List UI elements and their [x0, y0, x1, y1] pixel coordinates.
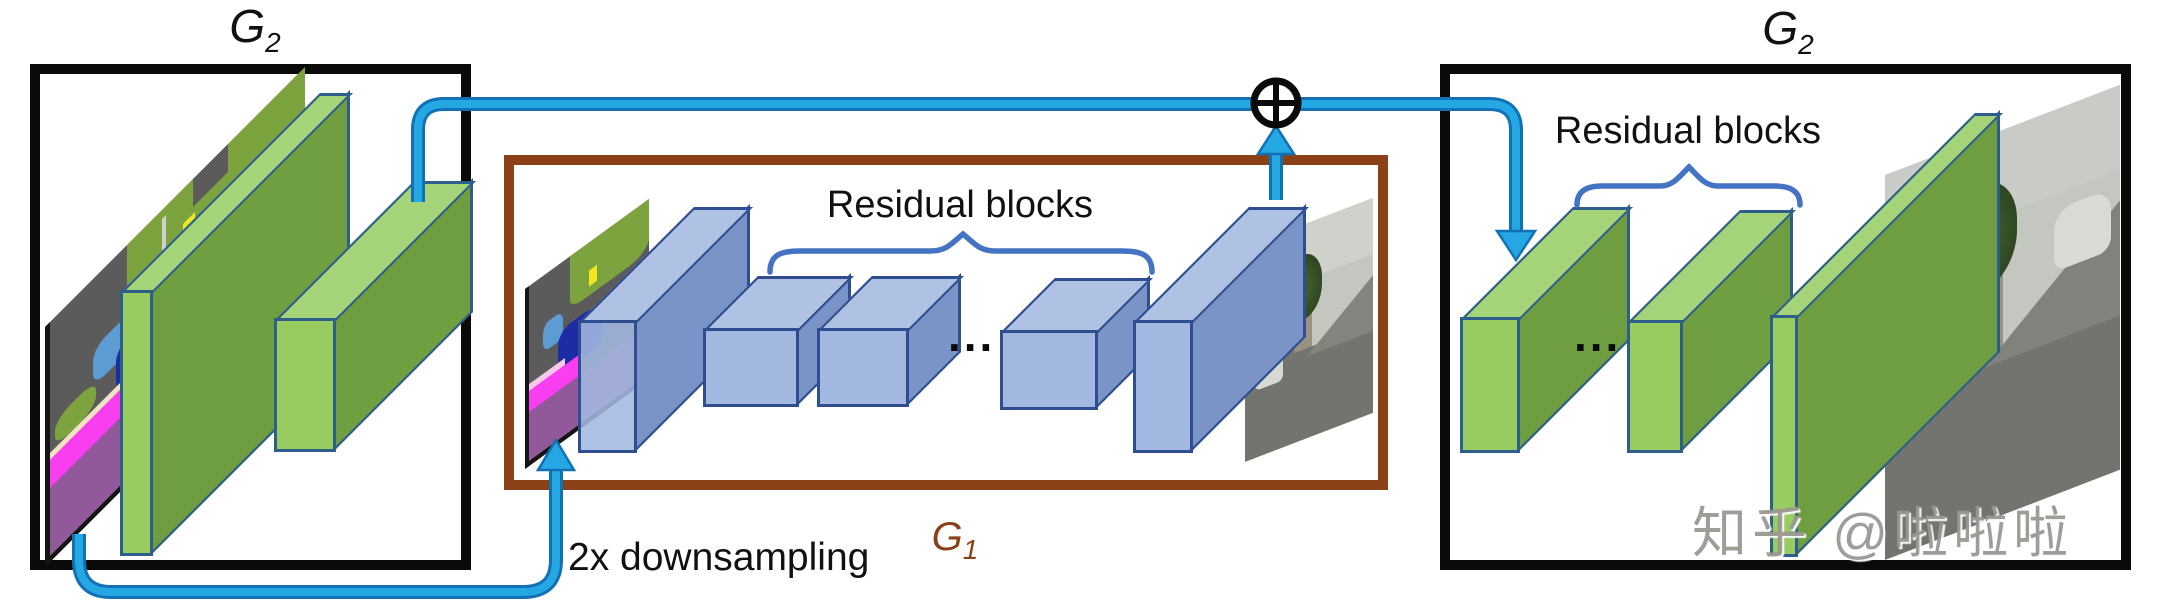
residual-blocks-label-middle: Residual blocks — [826, 184, 1094, 226]
block-front-face — [578, 320, 637, 453]
block-front-face — [1627, 320, 1683, 453]
ellipsis-right: ... — [1574, 309, 1622, 361]
g2-left-letter: G — [229, 0, 266, 52]
block-front-face — [1460, 317, 1520, 453]
g2-right-letter: G — [1762, 2, 1799, 54]
circle-plus-icon — [1250, 77, 1302, 129]
block-front-face — [817, 328, 909, 407]
g1-subscript: 1 — [962, 534, 979, 565]
ellipsis-middle: ... — [948, 309, 996, 361]
watermark: 知乎 @啦啦啦 — [1692, 502, 2074, 564]
label-g1: G1 — [895, 516, 1015, 564]
g2-right-subscript: 2 — [1798, 29, 1814, 61]
label-g2-right: G2 — [1723, 4, 1853, 60]
downsampling-label: 2x downsampling — [568, 536, 870, 579]
block-front-face — [274, 318, 336, 452]
label-g2-left: G2 — [190, 2, 320, 58]
block-front-face — [1770, 315, 1798, 557]
arrowhead-up — [1255, 123, 1297, 156]
block-front-face — [1133, 320, 1193, 453]
block-front-face — [1000, 330, 1098, 410]
residual-blocks-label-right: Residual blocks — [1554, 110, 1822, 152]
g1-letter: G — [931, 515, 963, 559]
right-generator-box — [1440, 64, 2131, 570]
block-front-face — [120, 290, 153, 556]
block-front-face — [703, 328, 799, 407]
g2-left-subscript: 2 — [265, 27, 281, 59]
